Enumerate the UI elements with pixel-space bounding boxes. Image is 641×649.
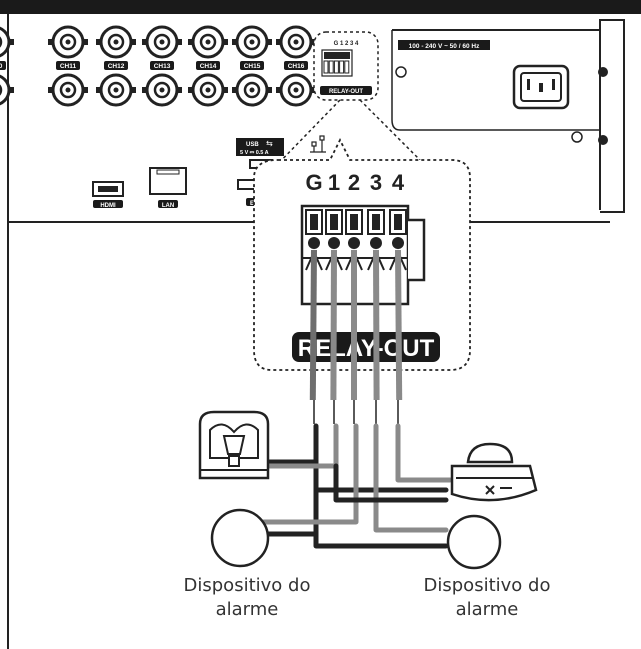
channel-label: CH15 — [244, 63, 261, 70]
rear-panel: 100 - 240 V ~ 50 / 60 Hz — [8, 19, 625, 223]
lan-label: LAN — [162, 203, 174, 209]
relay-terminal-block — [300, 204, 426, 306]
relay-wire — [330, 249, 337, 401]
bnc-connector-icon — [232, 25, 272, 59]
bnc-connector-icon — [0, 74, 14, 106]
right-device-caption-line1: Dispositivo do — [423, 575, 551, 596]
relay-small-pins: G 1 2 3 4 — [334, 41, 359, 47]
power-socket-icon — [512, 64, 570, 110]
bnc-connector-icon — [188, 25, 228, 59]
bnc-connector-icon — [96, 25, 136, 59]
relay-pin-label: 4 — [392, 170, 405, 195]
power-rating-plate — [398, 40, 490, 50]
screw-hole — [395, 66, 407, 78]
power-rating-text: 100 - 240 V ~ 50 / 60 Hz — [409, 43, 480, 50]
bnc-connector-icon — [48, 25, 88, 59]
lan-port: LAN — [149, 167, 187, 209]
device-wiring — [261, 423, 453, 549]
bnc-connector-row: CH10 CH11 CH12 CH13 CH14 CH15 CH16 — [0, 25, 316, 107]
bnc-connector-icon — [276, 73, 316, 107]
relay-zoom-label: RELAY-OUT — [298, 335, 435, 362]
channel-badge — [196, 61, 220, 70]
channel-label: CH12 — [108, 63, 125, 70]
hdmi-port: HDMI — [92, 181, 124, 209]
mini-terminal — [333, 60, 339, 74]
relay-pin-label: G — [305, 170, 322, 195]
hdmi-label: HDMI — [100, 203, 116, 209]
mini-terminal — [344, 60, 350, 74]
relay-wire-bundle — [309, 249, 403, 424]
header-band — [0, 0, 641, 14]
relay-pin-label: 3 — [370, 170, 382, 195]
bnc-connector-icon — [96, 73, 136, 107]
bnc-connector-icon — [276, 25, 316, 59]
siren-icon — [198, 410, 270, 480]
channel-label: CH10 — [0, 63, 3, 70]
relay-terminal — [367, 209, 385, 271]
relay-wire — [373, 249, 380, 401]
left-device-caption-line1: Dispositivo do — [183, 575, 311, 596]
left-device-caption: Dispositivo do alarme — [152, 574, 342, 622]
rail-hole — [598, 67, 608, 77]
channel-badge — [104, 61, 128, 70]
relay-pin-label: 1 — [328, 170, 340, 195]
dome-sensor-icon — [450, 442, 538, 502]
relay-wire — [395, 249, 403, 401]
relay-terminal — [345, 209, 363, 271]
rail-hole — [598, 135, 608, 145]
callout-leader — [269, 99, 421, 173]
channel-label: CH16 — [288, 63, 305, 70]
network-icon — [310, 135, 326, 153]
channel-label: CH13 — [154, 63, 171, 70]
relay-small-label: RELAY-OUT — [329, 89, 363, 95]
alarm-device-left — [210, 508, 270, 568]
bnc-connector-icon — [48, 73, 88, 107]
bnc-connector-icon — [188, 73, 228, 107]
mini-terminal — [323, 60, 329, 74]
channel-label: CH11 — [60, 63, 77, 70]
right-device-caption-line2: alarme — [455, 599, 519, 620]
channel-badge — [150, 61, 174, 70]
channel-badge — [240, 61, 264, 70]
mini-terminal — [328, 60, 334, 74]
bnc-connector-icon — [0, 26, 14, 58]
mini-terminal — [339, 60, 345, 74]
bnc-connector-icon — [142, 73, 182, 107]
relay-callout-small: G 1 2 3 4 RELAY-OUT — [313, 31, 379, 101]
relay-wire — [309, 249, 317, 401]
relay-pin-label: 2 — [348, 170, 360, 195]
channel-badge — [56, 61, 80, 70]
right-device-caption: Dispositivo do alarme — [392, 574, 582, 622]
left-device-caption-line2: alarme — [215, 599, 279, 620]
bnc-connector-icon — [142, 25, 182, 59]
channel-label: CH14 — [200, 63, 217, 70]
usb-label: USB — [246, 142, 259, 148]
channel-badge — [284, 61, 308, 70]
channel-badge — [0, 61, 6, 70]
screw-hole — [571, 131, 583, 143]
bnc-connector-icon — [232, 73, 272, 107]
alarm-device-right — [446, 514, 502, 570]
usb-rating: 5 V ⎓ 0.5 A — [240, 150, 269, 156]
usb-icon: ⇆ — [266, 139, 273, 148]
